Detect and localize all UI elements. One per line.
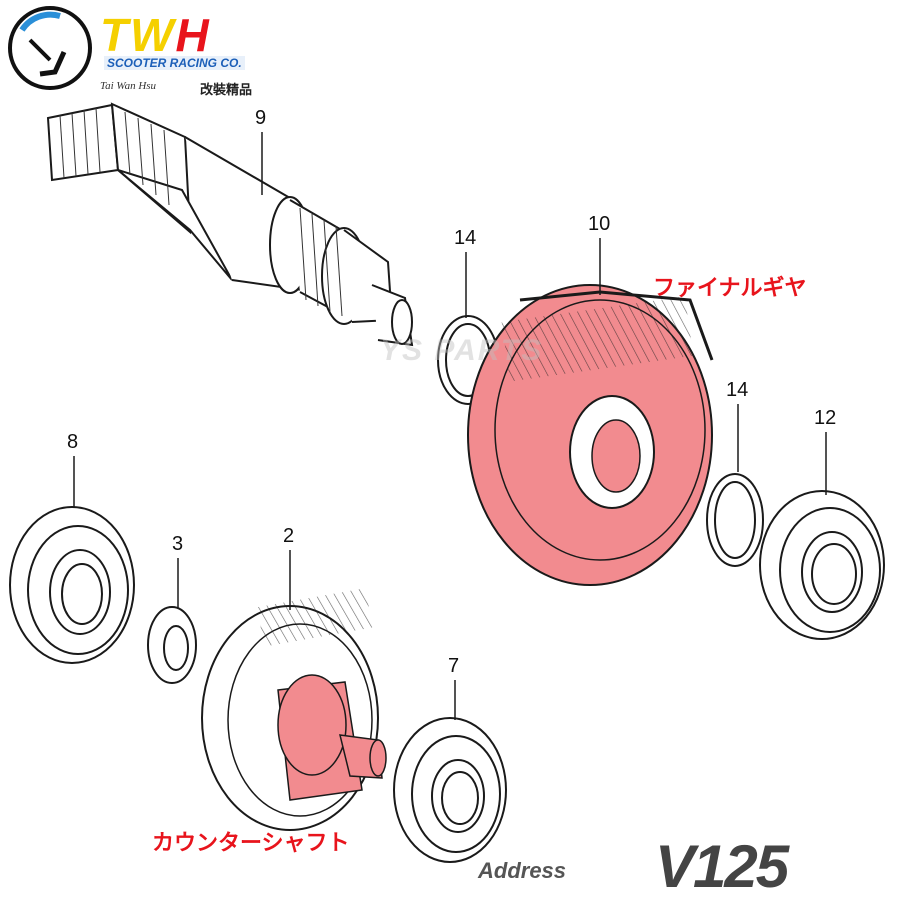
logo-tagline: Tai Wan Hsu [100, 80, 157, 92]
part-label-14-upper: 14 [454, 227, 477, 249]
bearing-part-7 [393, 717, 507, 863]
part-label-7: 7 [448, 655, 460, 677]
watermark: YS PARTS [380, 334, 544, 367]
speedometer-logo-icon [8, 6, 92, 90]
brand-name: Address [478, 858, 567, 883]
counter-shaft-callout: カウンターシャフト [152, 831, 350, 856]
counter-gear-part-2 [201, 588, 387, 831]
part-label-9: 9 [255, 107, 267, 129]
twh-logo: TWH [100, 9, 211, 61]
leader-lines [73, 132, 827, 720]
brand-model: V125 [655, 833, 789, 900]
part-label-3: 3 [172, 533, 184, 555]
logo-subtitle: SCOOTER RACING CO. [104, 56, 245, 70]
bearing-part-8 [9, 506, 135, 664]
bearing-part-12 [759, 490, 885, 640]
part-label-12: 12 [814, 407, 837, 429]
part-label-8: 8 [67, 431, 79, 453]
part-label-2: 2 [283, 525, 295, 547]
part-label-14-lower: 14 [726, 379, 749, 401]
shaft-part-9 [46, 102, 414, 347]
part-label-10: 10 [588, 213, 611, 235]
circlip-part-14-lower [706, 473, 764, 567]
final-gear-part-10 [467, 284, 714, 586]
logo-chinese-text: 改裝精品 [200, 83, 253, 98]
final-gear-callout: ファイナルギヤ [653, 276, 807, 301]
washer-part-3 [147, 606, 197, 684]
